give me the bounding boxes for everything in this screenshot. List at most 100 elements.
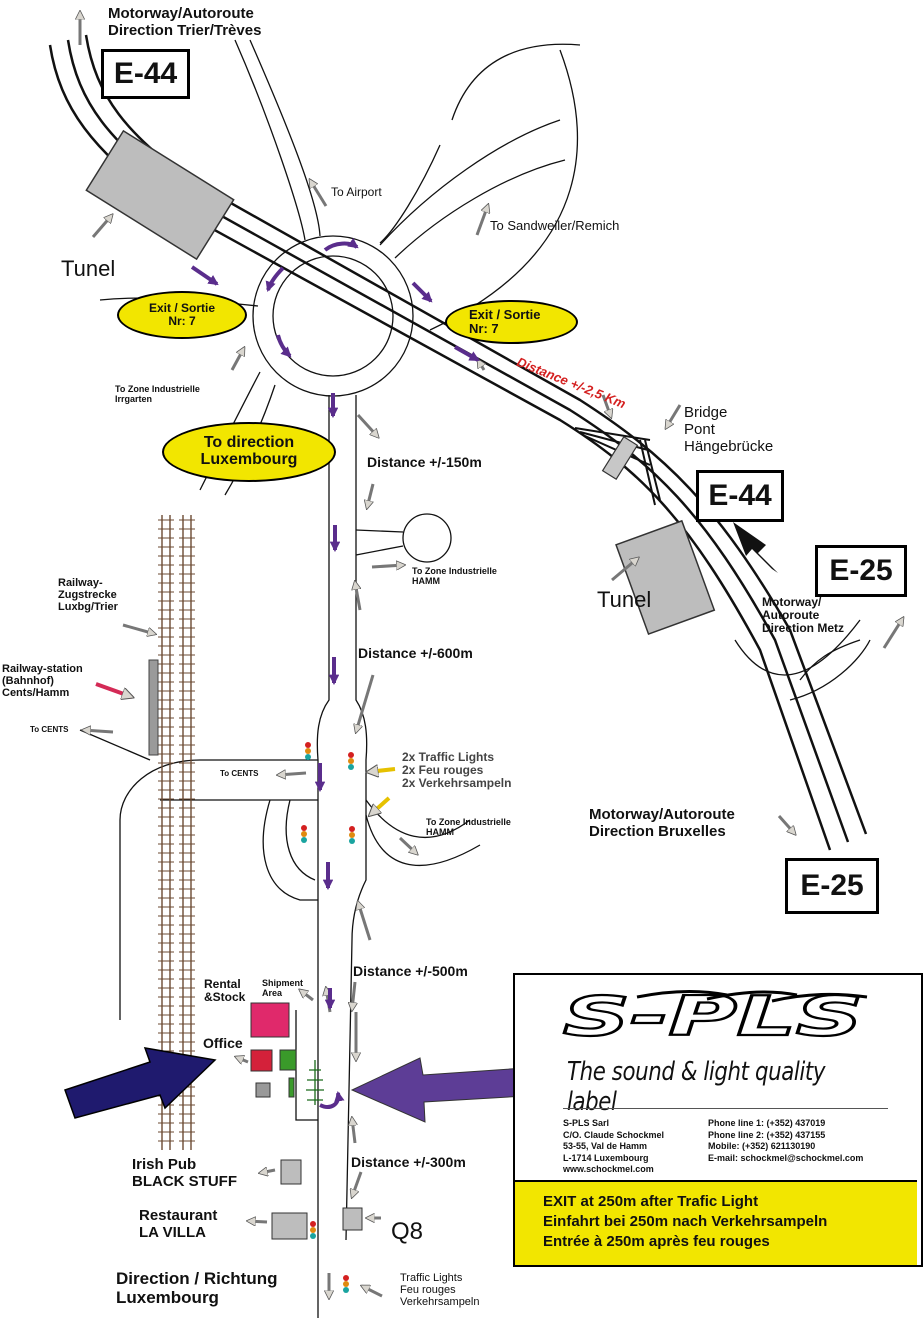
contact-block: Phone line 1: (+352) 437019 Phone line 2… — [708, 1118, 863, 1164]
direction-luxembourg-label: Direction / Richtung Luxembourg — [116, 1269, 278, 1307]
shipment-line1: Shipment — [262, 978, 304, 988]
website-link[interactable]: www.schockmel.com — [563, 1164, 654, 1174]
direction-arrow — [236, 1057, 249, 1062]
roads — [48, 34, 871, 1318]
direction-arrow — [882, 618, 903, 649]
green-building — [279, 1049, 297, 1071]
traffic-lights-2x-line1: 2x Traffic Lights — [402, 750, 495, 764]
mobile-line: Mobile: (+352) 621130190 — [708, 1141, 816, 1151]
direction-arrow — [248, 1221, 268, 1222]
green-small-building — [288, 1077, 295, 1098]
exit-notice-fr: Entrée à 250m après feu rouges — [543, 1233, 770, 1250]
e44-direction-arrow — [733, 522, 778, 573]
roundabout-arrows — [265, 237, 359, 1109]
address-line: L-1714 Luxembourg — [563, 1152, 649, 1163]
direction-arrow — [91, 215, 112, 238]
bridge-line1: Bridge — [684, 404, 728, 421]
zone-hamm-1-line2: HAMM — [412, 575, 440, 586]
route-arrow — [454, 345, 480, 362]
traffic-lights-1x-line1: Traffic Lights — [400, 1272, 463, 1284]
shipment-line2: Area — [262, 987, 283, 998]
railway-station-line2: (Bahnhof) — [2, 675, 54, 688]
zone-irrgarten-line1: To Zone Industrielle — [115, 384, 200, 394]
traffic-light-icon — [348, 752, 354, 770]
office-big-arrow — [64, 1047, 217, 1119]
direction-arrow — [278, 773, 307, 775]
tunnel-bottom — [615, 519, 716, 636]
bridge-label: Bridge Pont Hängebrücke — [684, 404, 773, 455]
railway-line-line2: Zugstrecke — [58, 589, 117, 602]
direction-arrow — [601, 394, 611, 417]
tunel-bottom-label: Tunel — [597, 587, 652, 612]
railway-ties — [158, 519, 195, 1142]
to-direction-line2: Luxembourg — [200, 451, 298, 468]
traffic-lights-1x-label: Traffic Lights Feu rouges Verkehrsampeln — [400, 1272, 480, 1308]
motorway-trier-label: Motorway/Autoroute Direction Trier/Trève… — [108, 5, 261, 39]
company-info-box: S-PLS The sound & light quality label S-… — [513, 973, 923, 1267]
direction-arrow — [352, 981, 355, 1010]
roundabout-inner — [272, 255, 394, 377]
route-arrow — [411, 281, 433, 303]
route-arrows — [190, 265, 480, 1011]
restaurant-label: Restaurant LA VILLA — [139, 1207, 218, 1241]
shipment-label: Shipment Area — [262, 978, 304, 999]
direction-arrow — [777, 815, 795, 834]
rental-stock-building — [250, 1002, 290, 1038]
direction-arrow — [478, 360, 484, 371]
direction-arrow — [371, 565, 404, 567]
railway-tracks — [161, 515, 192, 1150]
exit-left-line1: Exit / Sortie — [148, 301, 216, 316]
bridge-line2: Pont — [684, 421, 715, 438]
rental-label: Rental &Stock — [204, 977, 246, 1005]
railway-station-red-arrow — [95, 682, 132, 697]
railway-station-line1: Railway-station — [2, 663, 83, 675]
bridge-line3: Hängebrücke — [684, 438, 774, 455]
direction-lux-line2: Luxembourg — [116, 1287, 219, 1307]
to-cents-1-label: To CENTS — [30, 725, 69, 734]
direction-arrow — [398, 836, 417, 854]
sign-e44-top: E-44 — [101, 49, 190, 99]
yellow-arrow-lower — [370, 796, 391, 815]
direction-lux-line1: Direction / Richtung — [116, 1269, 278, 1288]
direction-arrow — [122, 623, 155, 634]
email-link[interactable]: E-mail: schockmel@schockmel.com — [708, 1152, 864, 1163]
direction-arrow — [352, 1118, 355, 1144]
zone-hamm-2-line1: To Zone Industrielle — [426, 817, 511, 827]
traffic-lights-2x-label: 2x Traffic Lights 2x Feu rouges 2x Verke… — [402, 750, 511, 791]
zone-irrgarten-label: To Zone Industrielle Irrgarten — [115, 384, 200, 405]
to-direction-line1: To direction — [203, 434, 295, 452]
railway-line-label: Railway- Zugstrecke Luxbg/Trier — [58, 577, 118, 613]
restaurant-building — [271, 1212, 308, 1240]
railway-line-line1: Railway- — [58, 577, 103, 589]
motorway-metz-line1: Motorway/ — [762, 595, 822, 609]
station-platform — [148, 659, 159, 756]
exit-left-oval: Exit / Sortie Nr: 7 — [117, 291, 247, 339]
zone-hamm-1-label: To Zone Industrielle HAMM — [412, 566, 497, 587]
rental-line2: &Stock — [204, 990, 246, 1005]
exit-right-line2: Nr: 7 — [469, 321, 499, 336]
irish-pub-line1: Irish Pub — [132, 1156, 197, 1173]
distance-150-label: Distance +/-150m — [367, 454, 482, 470]
rental-line1: Rental — [204, 977, 241, 991]
tunel-top-label: Tunel — [61, 256, 116, 281]
motorway-bruxelles-line1: Motorway/Autoroute — [589, 806, 735, 823]
to-airport-label: To Airport — [331, 185, 382, 199]
zone-hamm-2-label: To Zone Industrielle HAMM — [426, 817, 511, 838]
railway-line-line3: Luxbg/Trier — [58, 601, 118, 614]
direction-arrow — [230, 348, 244, 371]
sign-e44-mid: E-44 — [696, 470, 784, 522]
restaurant-line1: Restaurant — [139, 1207, 218, 1224]
zone-hamm-1-line1: To Zone Industrielle — [412, 566, 497, 576]
motorway-bruxelles-line2: Direction Bruxelles — [589, 822, 726, 840]
irish-pub-building — [280, 1159, 302, 1185]
distance-500-label: Distance +/-500m — [353, 963, 468, 979]
traffic-light-icon — [301, 825, 307, 843]
exit-left-line2: Nr: 7 — [168, 314, 196, 328]
gray-building — [255, 1082, 271, 1098]
direction-arrow — [300, 990, 314, 1002]
s-pls-logo: S-PLS — [562, 985, 868, 1047]
address-line: C/O. Claude Schockmel — [563, 1129, 665, 1140]
q8-building — [342, 1207, 363, 1231]
office-building — [250, 1049, 273, 1072]
